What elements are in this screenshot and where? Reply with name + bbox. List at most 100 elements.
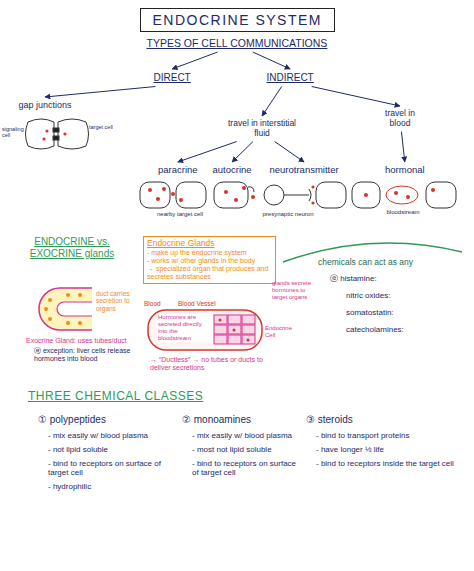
endocrine-gland-drawing-part bbox=[148, 310, 262, 350]
autocrine-cell-part bbox=[224, 190, 228, 194]
section-heading: THREE CHEMICAL CLASSES bbox=[28, 390, 203, 404]
paracrine-cells-part bbox=[148, 188, 152, 192]
node-heading: hormonal bbox=[385, 165, 425, 176]
class-property: - bind to receptors inside the target ce… bbox=[316, 459, 456, 468]
hormonal-drawing-part bbox=[426, 182, 456, 208]
exocrine-gland-drawing bbox=[39, 288, 92, 330]
node-heading: neurotransmitter bbox=[270, 165, 339, 176]
exocrine-gland-drawing-part bbox=[48, 298, 52, 302]
neuron-drawing bbox=[264, 182, 346, 208]
exocrine-gland-drawing-part bbox=[48, 317, 52, 321]
node-heading: paracrine bbox=[158, 165, 198, 176]
neuron-drawing-part bbox=[264, 185, 284, 205]
page-title: ENDOCRINE SYSTEM bbox=[140, 8, 335, 32]
chemical-example: catecholamines: bbox=[346, 325, 404, 334]
gap-junction-cells-part bbox=[42, 137, 45, 140]
communication-type: paracrine bbox=[156, 164, 200, 177]
endocrine-gland-drawing-part bbox=[242, 335, 255, 344]
cell-label: presynaptic neuron bbox=[258, 211, 318, 218]
chemical-example: ⓔ histamine: bbox=[330, 274, 377, 283]
endocrine-gland-drawing-part bbox=[233, 329, 236, 332]
class-property: - bind to transport proteins bbox=[316, 431, 456, 440]
node-body: - works w/ other glands in the body bbox=[147, 257, 272, 265]
vessel-label: Blood Vessel bbox=[178, 300, 216, 307]
node-heading: autocrine bbox=[213, 165, 252, 176]
chemical-example: somatostatin: bbox=[346, 308, 394, 317]
arrow-connector bbox=[275, 142, 304, 162]
communication-type: gap junctions bbox=[17, 99, 74, 111]
gap-junction-cells-part bbox=[58, 119, 89, 149]
node-heading: INDIRECT bbox=[267, 72, 314, 84]
endocrine-gland-drawing-part bbox=[214, 315, 227, 324]
autocrine-cell-part bbox=[214, 182, 248, 208]
arrow-connector bbox=[45, 87, 155, 98]
autocrine-cell-part bbox=[242, 186, 246, 190]
node-heading: TYPES OF CELL COMMUNICATIONS bbox=[147, 37, 328, 49]
hormonal-drawing-part bbox=[431, 188, 435, 192]
endocrine-gland-drawing-part bbox=[228, 335, 241, 344]
hormonal-drawing-part bbox=[394, 191, 398, 195]
hormonal-drawing-part bbox=[406, 195, 410, 199]
paracrine-cells bbox=[140, 182, 206, 208]
arrow-connector bbox=[253, 52, 290, 69]
autocrine-cell-part bbox=[251, 195, 255, 199]
class-property: - hydrophilic bbox=[48, 482, 173, 491]
hormonal-drawing-part bbox=[364, 193, 368, 197]
neuron-drawing-part bbox=[309, 189, 311, 201]
hormonal-drawing-part bbox=[352, 182, 380, 208]
gap-junction-cells-part bbox=[63, 132, 66, 135]
node-heading: gap junctions bbox=[19, 100, 72, 110]
arrow-connector bbox=[178, 142, 237, 162]
paracrine-cells-part bbox=[171, 192, 175, 196]
exocrine-gland-drawing-part bbox=[57, 302, 92, 316]
exocrine-gland-drawing-part bbox=[66, 321, 70, 325]
arrow-connector bbox=[232, 142, 253, 162]
exocrine-gland-drawing-part bbox=[78, 293, 82, 297]
exocrine-gland-drawing-part bbox=[39, 288, 92, 330]
branch-heading: INDIRECT bbox=[265, 71, 316, 85]
class-property: - mix easily w/ blood plasma bbox=[48, 431, 173, 440]
paracrine-cells-part bbox=[162, 187, 166, 191]
branch-heading: DIRECT bbox=[152, 71, 193, 85]
class-property: - have longer ½ life bbox=[316, 445, 456, 454]
endocrine-gland-drawing-part bbox=[247, 339, 250, 342]
neuron-drawing-part bbox=[316, 182, 346, 208]
node-body: → specialized organ that produces and se… bbox=[147, 265, 272, 281]
hormonal-drawing bbox=[352, 182, 456, 208]
cell-label: nearby target cell bbox=[150, 211, 210, 218]
arrow-connector bbox=[401, 132, 404, 162]
class-property: - bind to receptors on surface of target… bbox=[192, 459, 297, 477]
route-note: travel in interstitial fluid bbox=[224, 118, 300, 140]
node-body: - make up the endocrine system bbox=[147, 249, 272, 257]
gap-junction-cells bbox=[26, 119, 89, 149]
route-note: travel in blood bbox=[375, 108, 425, 130]
paracrine-cells-part bbox=[176, 182, 206, 208]
arrow-connector bbox=[312, 87, 400, 107]
communication-type: hormonal bbox=[383, 164, 427, 177]
class-heading: ③ steroids bbox=[306, 414, 353, 426]
autocrine-cell-part bbox=[248, 187, 254, 192]
hormonal-drawing-part bbox=[386, 186, 418, 204]
neuron-drawing-part bbox=[311, 185, 314, 188]
secretion-note: Hormones are secreted directly into the … bbox=[157, 314, 213, 342]
communication-type: neurotransmitter bbox=[268, 164, 341, 177]
autocrine-cell-part bbox=[234, 198, 238, 202]
arrow-connector bbox=[262, 87, 282, 117]
cell-label: signaling cell bbox=[2, 126, 26, 139]
exocrine-gland-drawing-part bbox=[78, 321, 82, 325]
autocrine-cell bbox=[214, 182, 255, 208]
paracrine-cells-part bbox=[156, 197, 160, 201]
class-property: - most not lipid soluble bbox=[192, 445, 297, 454]
exocrine-gland-drawing-part bbox=[44, 307, 48, 311]
communication-type: autocrine bbox=[211, 164, 254, 177]
category-heading: TYPES OF CELL COMMUNICATIONS bbox=[145, 36, 330, 50]
endocrine-gland-drawing bbox=[148, 310, 262, 350]
cell-label: target cell bbox=[89, 124, 115, 130]
section-heading: ENDOCRINE vs. EXOCRINE glands bbox=[26, 236, 118, 259]
neuron-drawing-part bbox=[311, 201, 314, 204]
node-heading: travel in interstitial fluid bbox=[226, 119, 298, 139]
class-property: - mix easily w/ blood plasma bbox=[192, 431, 297, 440]
node-heading: travel in blood bbox=[377, 109, 423, 129]
neuron-drawing-part bbox=[284, 195, 309, 196]
